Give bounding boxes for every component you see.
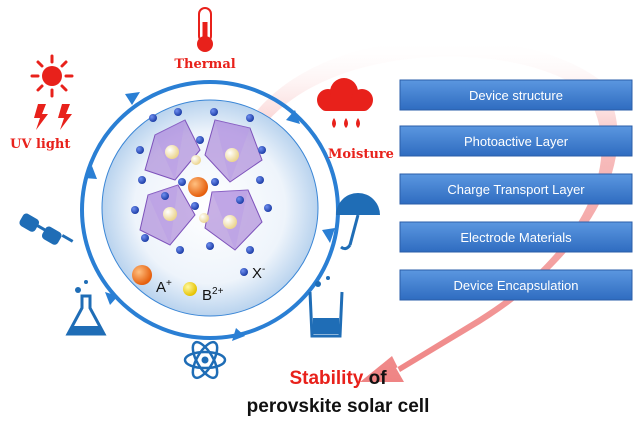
- factor-list: Device structure Photoactive Layer Charg…: [399, 79, 633, 301]
- factor-box-photoactive-layer: Photoactive Layer: [399, 125, 633, 157]
- rain-cloud-icon: [317, 78, 373, 128]
- uv-light-label: UV light: [10, 137, 70, 152]
- title-line-1: Stability of: [289, 368, 387, 389]
- factor-label: Electrode Materials: [460, 230, 572, 245]
- thermometer-icon: [197, 7, 213, 52]
- sunglasses-icon: [19, 213, 74, 245]
- factor-label: Charge Transport Layer: [447, 182, 585, 197]
- b-cation-label: B2+: [202, 286, 224, 304]
- x-anion-marker: [240, 268, 248, 276]
- b-cation-marker: [183, 282, 197, 296]
- x-anion-label: X-: [252, 264, 265, 282]
- factor-box-electrode-materials: Electrode Materials: [399, 221, 633, 253]
- factor-label: Photoactive Layer: [464, 134, 569, 149]
- factor-label: Device Encapsulation: [453, 278, 578, 293]
- umbrella-icon: [336, 193, 380, 251]
- thermal-label: Thermal: [174, 57, 235, 72]
- flask-icon: [65, 280, 107, 336]
- factor-label: Device structure: [469, 88, 563, 103]
- lightning-icon: [34, 104, 72, 130]
- factor-box-device-encapsulation: Device Encapsulation: [399, 269, 633, 301]
- a-cation-label: A+: [156, 278, 172, 296]
- sun-icon: [30, 54, 74, 98]
- perovskite-lattice: [131, 108, 272, 254]
- factor-box-charge-transport-layer: Charge Transport Layer: [399, 173, 633, 205]
- a-cation-marker: [132, 265, 152, 285]
- factor-box-device-structure: Device structure: [399, 79, 633, 111]
- beaker-icon: [308, 276, 344, 338]
- curved-arrow: [250, 39, 618, 383]
- ion-legend: A+ B2+ X-: [132, 264, 265, 304]
- atom-icon: [183, 340, 227, 380]
- moisture-label: Moisture: [328, 147, 394, 162]
- title-line-2: perovskite solar cell: [247, 396, 430, 417]
